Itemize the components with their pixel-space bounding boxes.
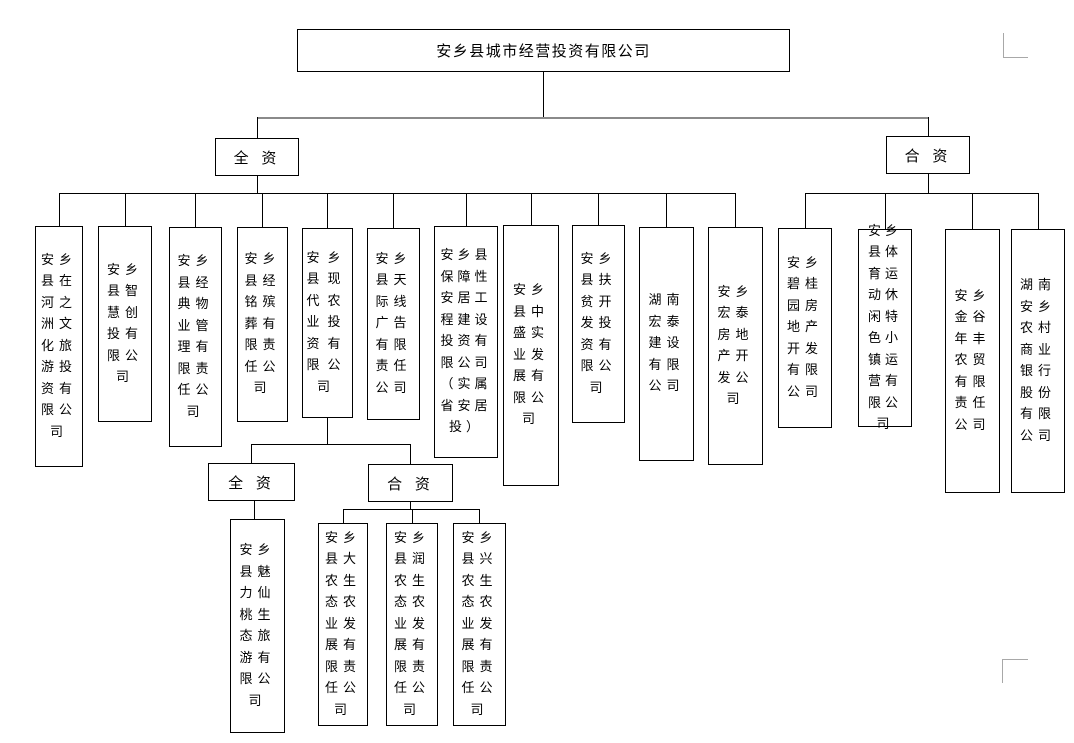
company-name: 安乡县智慧创投有限公司 xyxy=(106,262,143,386)
connector-line xyxy=(254,501,255,519)
group-label: 全 资 xyxy=(228,473,275,492)
company-name: 安乡金谷年丰农贸有限责任公司 xyxy=(954,288,991,433)
group-label: 合 资 xyxy=(904,146,952,165)
company-name: 安乡县中盛实业发展有限公司 xyxy=(512,283,549,428)
company-name: 安乡县体育运动休闲特色小镇运营有限公司 xyxy=(867,223,902,433)
connector-line xyxy=(257,117,258,138)
connector-line xyxy=(412,509,413,523)
connector-line xyxy=(257,176,258,194)
group-label-box-wholly-owned: 全 资 xyxy=(215,138,299,176)
root-company-name: 安乡县城市经营投资有限公司 xyxy=(436,42,651,60)
connector-line xyxy=(598,193,599,225)
company-name: 安乡县扶贫开发投资有限公司 xyxy=(580,251,617,396)
group-label-box-joint-venture-sub: 合 资 xyxy=(368,464,453,502)
company-name: 安乡县经铭殡葬有限责任公司 xyxy=(244,252,281,397)
company-name: 安乡县天际线广告有限责任公司 xyxy=(375,251,412,396)
connector-line xyxy=(257,117,929,119)
page-boundary-mark-top-right xyxy=(1003,33,1004,58)
company-name: 安乡县魅力仙桃生态旅游有限公司 xyxy=(239,543,276,709)
company-name: 安乡县现代农业投资有限公司 xyxy=(306,250,349,395)
connector-line xyxy=(885,193,886,229)
connector-line xyxy=(410,502,411,510)
company-name: 安乡县经典物业管理有限责任公司 xyxy=(177,254,214,420)
group-label-box-wholly-owned-sub: 全 资 xyxy=(208,463,295,501)
connector-line xyxy=(479,509,480,523)
company-name: 安乡县大农生态农业发展有限责任公司 xyxy=(324,530,361,718)
company-box: 湖南安乡农村商业银行股份有限公司 xyxy=(1011,229,1065,493)
company-name: 湖南安乡农村商业银行股份有限公司 xyxy=(1019,278,1056,444)
company-box: 安乡县天际线广告有限责任公司 xyxy=(367,228,420,420)
company-box: 安乡宏泰房地产开发公司 xyxy=(708,227,763,465)
company-box: 安乡县扶贫开发投资有限公司 xyxy=(572,225,625,423)
connector-line xyxy=(735,193,736,227)
connector-line xyxy=(928,117,929,136)
company-name: 安乡县润农生态农业发展有限责任公司 xyxy=(393,530,430,718)
connector-line xyxy=(59,193,60,226)
connector-line xyxy=(410,444,411,464)
connector-line xyxy=(972,193,973,229)
connector-line xyxy=(666,193,667,227)
connector-line xyxy=(343,509,480,510)
group-label: 合 资 xyxy=(387,474,434,493)
company-box: 安乡碧桂园房地产开发有限公司 xyxy=(778,228,832,428)
connector-line xyxy=(327,193,328,228)
company-box: 安乡县经铭殡葬有限责任公司 xyxy=(237,227,288,422)
connector-line xyxy=(393,193,394,228)
company-name: 安乡县在河之洲文化旅游投资有限公司 xyxy=(40,252,77,440)
connector-line xyxy=(251,444,411,445)
connector-line xyxy=(251,444,252,463)
company-name: 湖南宏泰建设有限公司 xyxy=(648,293,685,395)
company-box: 安乡县经典物业管理有限责任公司 xyxy=(169,227,222,447)
company-name: 安乡碧桂园房地产开发有限公司 xyxy=(786,255,823,400)
company-box: 安乡县现代农业投资有限公司 xyxy=(302,228,353,418)
company-box: 安乡县润农生态农业发展有限责任公司 xyxy=(386,523,438,726)
connector-line xyxy=(466,193,467,226)
company-box: 安乡县大农生态农业发展有限责任公司 xyxy=(318,523,368,726)
connector-line xyxy=(125,193,126,226)
company-box: 安乡县在河之洲文化旅游投资有限公司 xyxy=(35,226,83,467)
company-name: 安乡县兴农生态农业发展有限责任公司 xyxy=(461,530,498,718)
company-box: 安乡县体育运动休闲特色小镇运营有限公司 xyxy=(858,224,912,432)
company-box: 安乡县智慧创投有限公司 xyxy=(98,226,152,422)
company-name: 安乡宏泰房地产开发公司 xyxy=(717,284,754,408)
connector-line xyxy=(343,509,344,523)
group-label: 全 资 xyxy=(233,148,281,167)
page-boundary-mark-top-right xyxy=(1003,57,1028,58)
company-box: 安乡县中盛实业发展有限公司 xyxy=(503,225,559,486)
company-box: 安乡县魅力仙桃生态旅游有限公司 xyxy=(230,519,285,733)
org-box-root: 安乡县城市经营投资有限公司 xyxy=(297,29,790,72)
company-name: 安乡县保障性安居工程建设投资有限公司（实属省安居投） xyxy=(440,248,492,436)
connector-line xyxy=(531,193,532,225)
connector-line xyxy=(327,418,328,445)
connector-line xyxy=(195,193,196,227)
page-boundary-mark-bottom-right xyxy=(1002,659,1028,660)
company-box: 安乡金谷年丰农贸有限责任公司 xyxy=(945,229,1000,493)
company-box: 湖南宏泰建设有限公司 xyxy=(639,227,694,461)
connector-line xyxy=(805,193,1039,194)
company-box: 安乡县保障性安居工程建设投资有限公司（实属省安居投） xyxy=(434,226,498,458)
page-boundary-mark-bottom-right xyxy=(1002,659,1003,683)
connector-line xyxy=(805,193,806,228)
connector-line xyxy=(59,193,736,194)
connector-line xyxy=(928,174,929,194)
group-label-box-joint-venture: 合 资 xyxy=(886,136,970,174)
company-box: 安乡县兴农生态农业发展有限责任公司 xyxy=(453,523,506,726)
connector-line xyxy=(262,193,263,227)
connector-line xyxy=(1038,193,1039,229)
connector-line xyxy=(543,72,544,118)
